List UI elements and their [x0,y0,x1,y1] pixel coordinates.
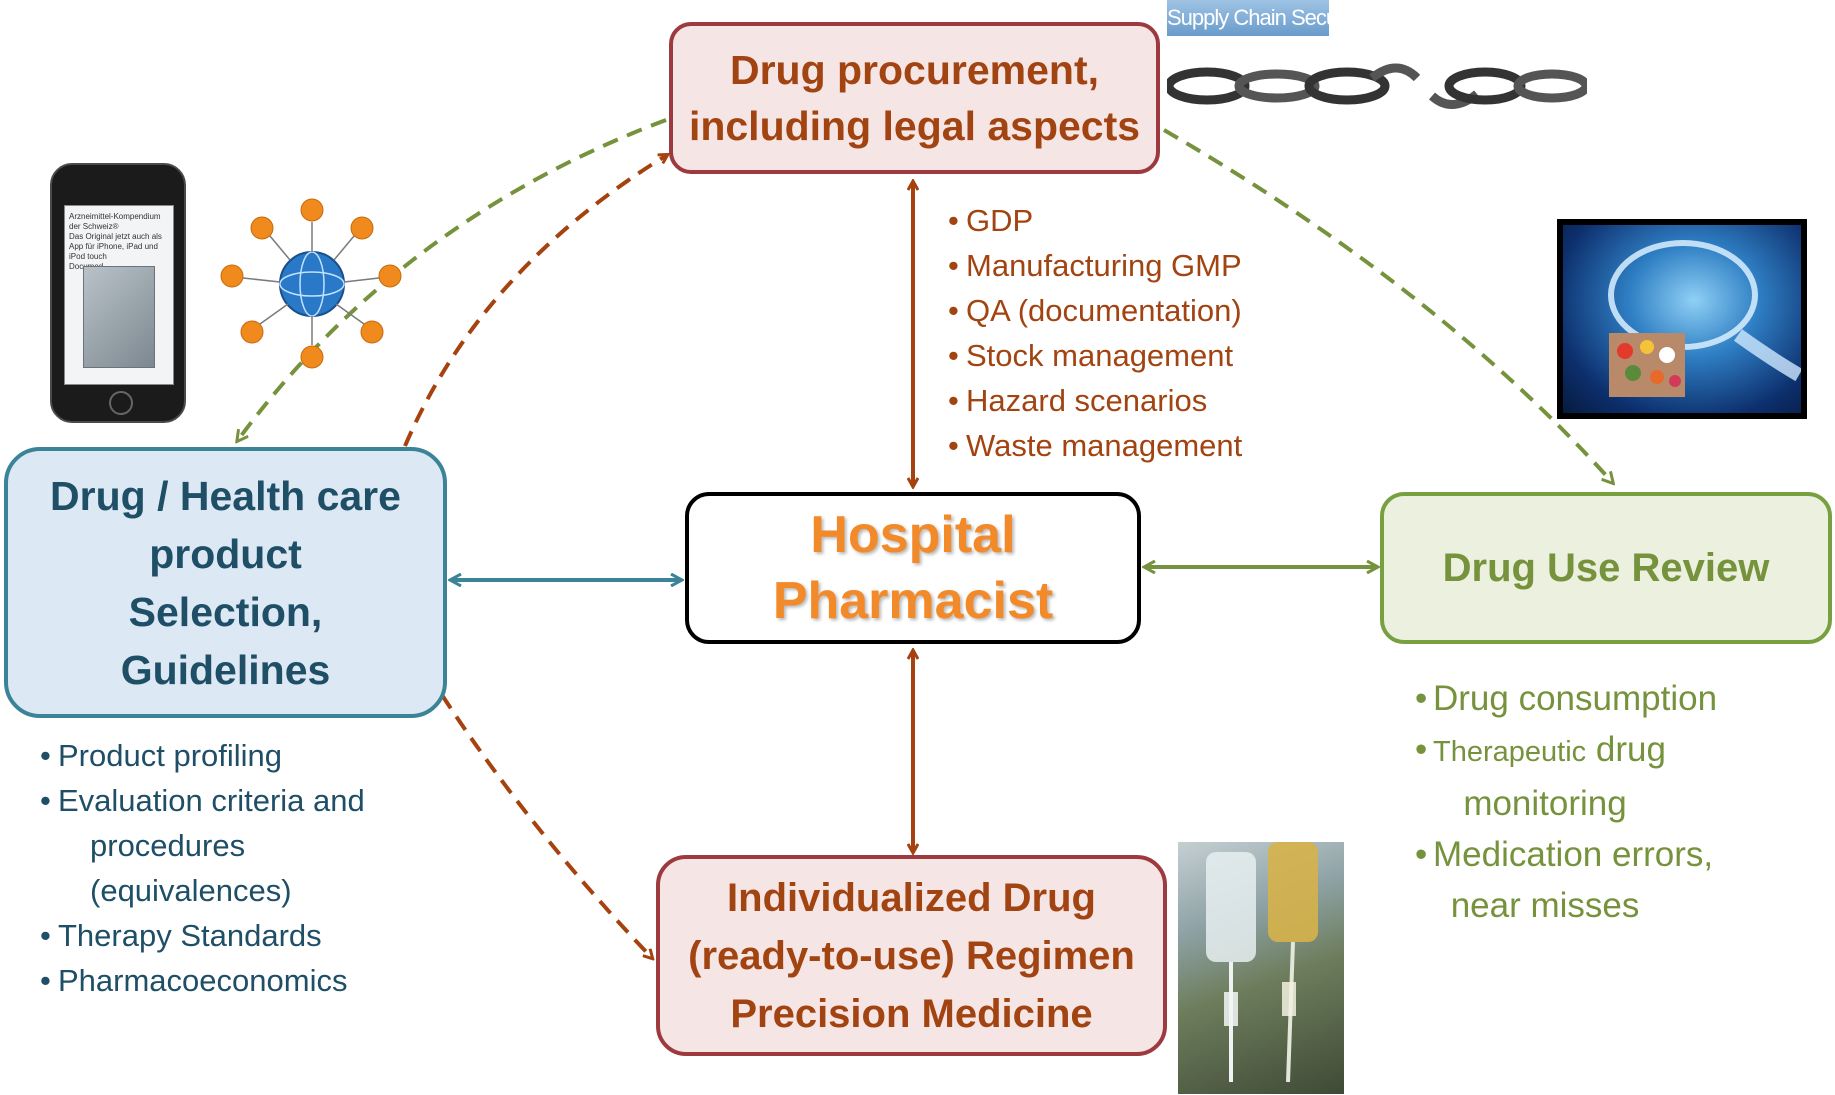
node-drug-procurement: Drug procurement, including legal aspect… [669,22,1160,174]
dashed-arrow-procurement-review [1162,128,1612,482]
list-item-continuation: monitoring [1463,784,1627,823]
node-drug-use-review: Drug Use Review [1380,492,1832,644]
procurement-line-2: including legal aspects [688,103,1141,149]
review-line-1: Drug Use Review [1442,546,1770,590]
list-item: Evaluation criteria and procedures (equi… [40,778,365,913]
procurement-bullet-list: GDP Manufacturing GMP QA (documentation)… [948,198,1242,468]
list-item-text: Medication errors, [1433,835,1714,874]
iv-illustration [1206,842,1318,1083]
phone-screen-title: Arzneimittel-Kompendium der Schweiz® [69,212,161,231]
home-button-icon [109,391,133,415]
list-item: Drug consumption [1415,673,1717,724]
dashed-arrow-selection-procurement [403,155,667,447]
book-cover-image [83,266,155,368]
individualized-line-3: Precision Medicine [730,991,1093,1036]
supply-chain-caption: Supply Chain Security [1167,0,1329,36]
procurement-line-1: Drug procurement, [729,47,1100,93]
list-item-text: Drug consumption [1433,679,1718,718]
selection-line-2: product [149,530,302,577]
selection-line-4: Guidelines [120,646,331,693]
list-item: Medication errors, near misses [1415,829,1717,931]
dashed-arrow-procurement-selection [238,118,667,440]
selection-bullet-list: Product profiling Evaluation criteria an… [40,733,365,1003]
selection-line-1: Drug / Health care [50,472,401,519]
list-item-continuation: (equivalences) [90,873,292,908]
list-item: Product profiling [40,733,365,778]
list-item-continuation: near misses [1450,886,1640,925]
phone-screen: Arzneimittel-Kompendium der Schweiz® Das… [64,205,174,385]
smartphone-icon: Arzneimittel-Kompendium der Schweiz® Das… [50,163,186,423]
phone-screen-body: Das Original jetzt auch als App für iPho… [69,232,162,261]
node-product-selection: Drug / Health care product Selection, Gu… [4,447,447,718]
list-item: Therapy Standards [40,913,365,958]
chain-links-illustration [1167,63,1587,109]
pharmacist-line-2: Pharmacist [772,572,1054,630]
list-item-continuation: procedures [90,828,246,863]
phone-screen-text: Arzneimittel-Kompendium der Schweiz® Das… [69,212,169,272]
list-item-text: drug [1595,730,1666,769]
selection-line-3: Selection, [128,588,323,635]
list-item-text: Pharmacoeconomics [58,963,348,998]
dashed-arrow-selection-individualized [440,693,652,958]
list-item: Hazard scenarios [948,378,1242,423]
individualized-line-1: Individualized Drug [727,875,1096,920]
magnifier-illustration [1608,240,1801,397]
individualized-line-2: (ready-to-use) Regimen [688,933,1135,978]
magnifying-glass-pills-icon [1557,219,1807,419]
broken-chain-icon: Supply Chain Security [1167,0,1587,122]
pharmacist-line-1: Hospital [810,506,1016,564]
list-item: Waste management [948,423,1242,468]
list-item: Manufacturing GMP [948,243,1242,288]
list-item: QA (documentation) [948,288,1242,333]
list-item: GDP [948,198,1242,243]
list-item-text: Therapeutic [1433,736,1587,768]
list-item-text: Product profiling [58,738,283,773]
network-illustration [220,198,402,369]
list-item-text: Therapy Standards [58,918,322,953]
list-item: Stock management [948,333,1242,378]
iv-infusion-bag-icon [1178,842,1344,1094]
review-bullet-list: Drug consumption Therapeutic drug monito… [1415,673,1717,931]
node-hospital-pharmacist: Hospital Pharmacist [685,492,1141,644]
list-item: Therapeutic drug monitoring [1415,724,1717,829]
node-individualized-drug: Individualized Drug (ready-to-use) Regim… [656,855,1167,1056]
list-item: Pharmacoeconomics [40,958,365,1003]
people-network-globe-icon [212,192,412,382]
list-item-text: Evaluation criteria and [58,783,365,818]
